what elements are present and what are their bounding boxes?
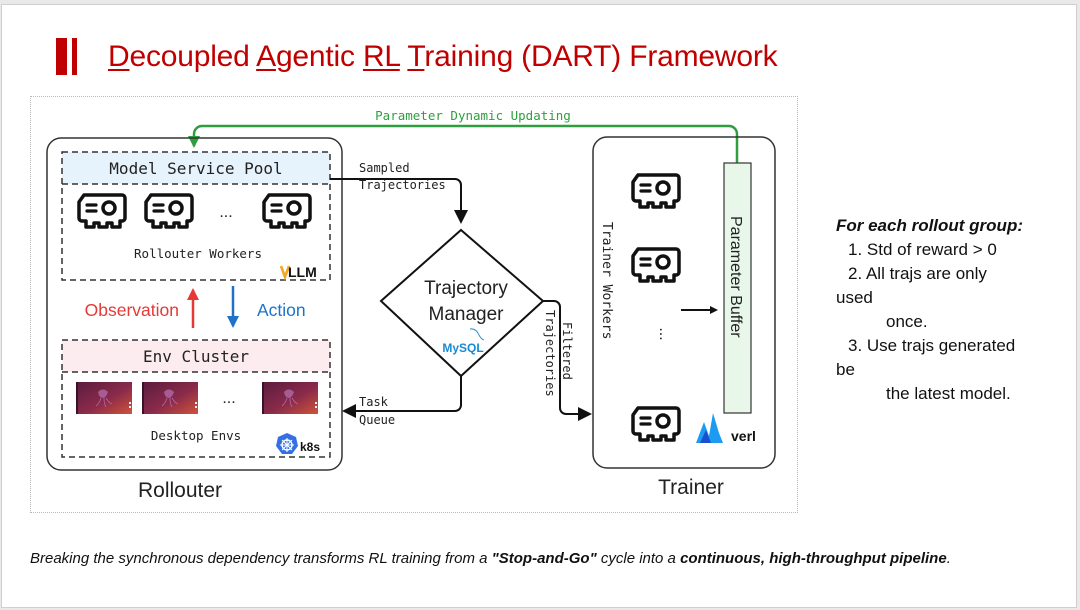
- vllm-logo-text: LLM: [288, 264, 317, 280]
- title-fragment: T: [407, 40, 425, 73]
- title-accent-bar: [56, 38, 67, 75]
- title-fragment: gentic: [275, 40, 363, 73]
- notes-heading: For each rollout group:: [836, 216, 1023, 235]
- ellipsis: ...: [656, 327, 673, 340]
- mysql-logo: MySQL: [442, 328, 485, 355]
- desktop-env-thumbnail: [142, 382, 198, 414]
- notes-line: 3. Use trajs generated: [848, 336, 1016, 355]
- rollouter-label: Rollouter: [138, 479, 222, 502]
- gpu-icon: [631, 173, 681, 209]
- ellipsis: ...: [222, 390, 235, 407]
- caption-fragment: continuous, high-throughput pipeline: [680, 550, 947, 567]
- filtered-trajectories-label: Trajectories: [543, 310, 557, 397]
- trainer-workers-label: Trainer Workers: [599, 222, 614, 339]
- sampled-trajectories-arrow: [330, 178, 468, 224]
- model-service-pool-box: [61, 151, 331, 281]
- vllm-logo: LLM: [279, 264, 317, 281]
- notes-line: 2. All trajs are only: [848, 264, 987, 283]
- filtered-trajectories-label: Filtered: [560, 322, 574, 380]
- rollouter-workers-label: Rollouter Workers: [134, 246, 262, 261]
- verl-logo: verl: [696, 413, 756, 444]
- sampled-trajectories-label: Trajectories: [359, 178, 446, 192]
- rollout-group-notes: For each rollout group: 1. Std of reward…: [836, 214, 1072, 406]
- env-cluster-label: Env Cluster: [143, 347, 249, 366]
- title-fragment: D: [108, 40, 130, 73]
- gpu-icon: [631, 247, 681, 283]
- desktop-envs-label: Desktop Envs: [151, 428, 241, 443]
- desktop-env-thumbnail: [262, 382, 318, 414]
- title-accent-bar-thin: [72, 38, 77, 75]
- caption-fragment: "Stop-and-Go": [491, 550, 597, 567]
- k8s-logo-text: k8s: [300, 440, 320, 454]
- trajectory-manager-label: Trajectory: [424, 278, 508, 299]
- parameter-buffer-box: [723, 162, 752, 414]
- notes-list: 1. Std of reward > 0 2. All trajs are onl…: [836, 238, 1072, 406]
- task-queue-arrow: [342, 376, 462, 418]
- title-fragment: A: [256, 40, 276, 73]
- notes-line: once.: [886, 312, 928, 331]
- gpu-icon: [262, 193, 312, 229]
- verl-logo-text: verl: [731, 428, 756, 444]
- trainer-label: Trainer: [658, 476, 724, 499]
- action-label: Action: [257, 300, 306, 320]
- model-service-pool-label: Model Service Pool: [109, 159, 282, 178]
- env-cluster-fill: [62, 340, 330, 372]
- gpu-icon: [77, 193, 127, 229]
- gpu-icon: [144, 193, 194, 229]
- caption-fragment: Breaking the synchronous dependency tran…: [30, 550, 492, 567]
- parameter-update-arrow: [188, 124, 739, 163]
- slide-caption: Breaking the synchronous dependency tran…: [30, 549, 990, 569]
- parameter-buffer-label: Parameter Buffer: [727, 216, 744, 338]
- filtered-trajectories-arrow: [543, 300, 592, 421]
- title-fragment: RL: [362, 40, 400, 73]
- notes-line: 1. Std of reward > 0: [848, 240, 997, 259]
- trajectory-manager-label: Manager: [429, 304, 505, 325]
- sampled-trajectories-label: Sampled: [359, 161, 410, 175]
- observation-label: Observation: [85, 300, 179, 320]
- slide-title: Decoupled Agentic RL Training (DART) Fra…: [108, 40, 778, 74]
- trainer-box: [592, 136, 776, 469]
- kubernetes-logo: k8s: [276, 433, 320, 454]
- notes-line: be: [836, 360, 855, 379]
- task-queue-label: Queue: [359, 413, 395, 427]
- notes-line: used: [836, 288, 873, 307]
- diagram-frame: [30, 96, 798, 513]
- gpu-icon: [631, 406, 681, 442]
- desktop-env-thumbnail: [76, 382, 132, 414]
- ellipsis: ...: [219, 204, 232, 221]
- title-fragment: raining (DART) Framework: [424, 40, 778, 73]
- mysql-logo-text: MySQL: [442, 341, 483, 355]
- title-fragment: ecoupled: [129, 40, 257, 73]
- task-queue-label: Task: [359, 395, 389, 409]
- caption-fragment: cycle into a: [596, 550, 681, 567]
- notes-line: the latest model.: [886, 384, 1011, 403]
- model-service-pool-fill: [62, 152, 330, 184]
- parameter-update-label: Parameter Dynamic Updating: [375, 108, 571, 123]
- caption-fragment: .: [946, 550, 951, 567]
- rollouter-box: [46, 137, 343, 471]
- env-cluster-box: [61, 339, 331, 458]
